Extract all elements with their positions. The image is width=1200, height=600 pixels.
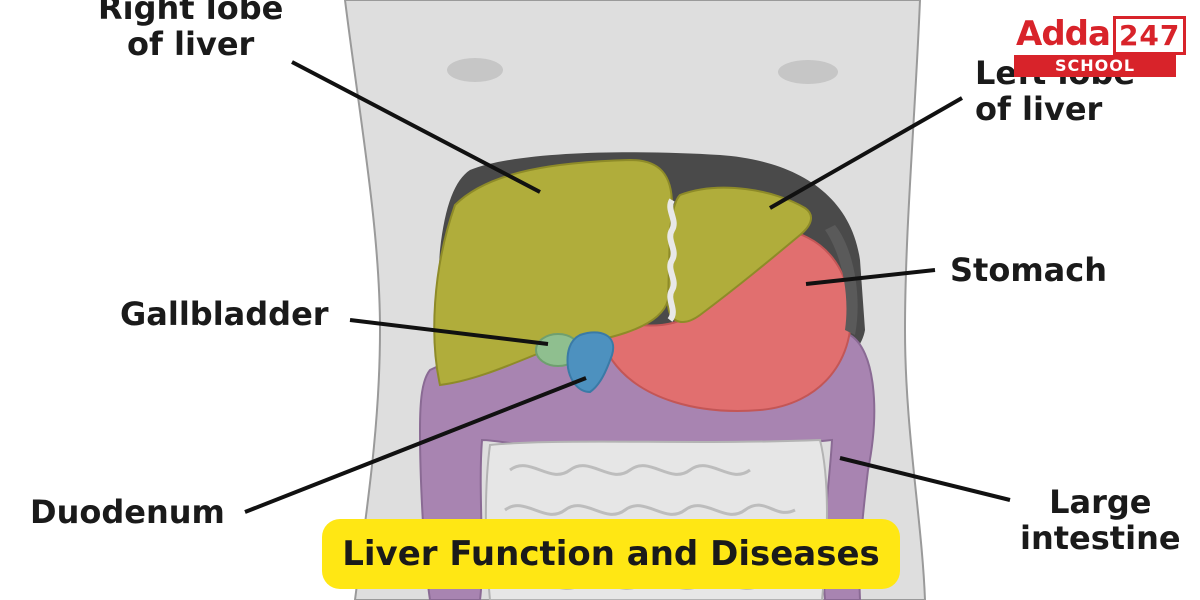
logo-subtitle: SCHOOL — [1014, 55, 1176, 77]
pointer-gallbladder — [349, 318, 549, 346]
pointer-left-lobe — [769, 96, 963, 210]
label-large-intestine: Large intestine — [1020, 483, 1181, 557]
pointer-stomach — [805, 268, 936, 286]
right-chest-mark — [778, 60, 838, 84]
pointer-duodenum — [244, 376, 587, 514]
duodenum — [566, 331, 615, 394]
page-title: Liver Function and Diseases — [342, 534, 880, 574]
spleen — [825, 225, 858, 335]
label-duodenum: Duodenum — [30, 493, 225, 531]
pointer-large-intestine — [839, 456, 1011, 502]
pointer-right-lobe — [291, 60, 541, 194]
left-chest-mark — [447, 58, 503, 82]
right-lobe-of-liver — [433, 158, 674, 387]
title-banner: Liver Function and Diseases — [322, 519, 900, 589]
falciform-ligament — [667, 198, 677, 322]
logo-brand-text: Adda — [1016, 14, 1111, 54]
label-right-lobe-of-liver: Right lobe of liver — [98, 0, 284, 63]
label-stomach: Stomach — [950, 251, 1108, 289]
stomach — [606, 227, 853, 412]
logo-number: 247 — [1112, 16, 1187, 55]
label-gallbladder: Gallbladder — [120, 295, 329, 333]
pointer-lines — [244, 60, 1011, 514]
